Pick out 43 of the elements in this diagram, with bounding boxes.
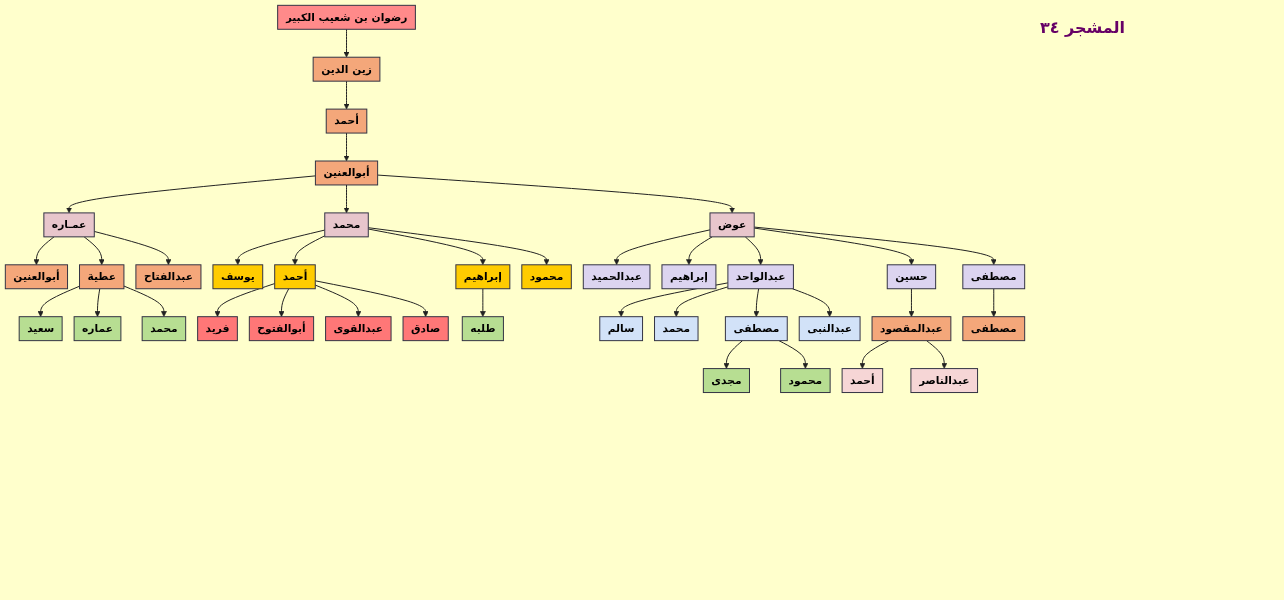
- node-box: عبدالمقصود: [871, 316, 952, 342]
- node-box: مصطفى: [724, 316, 788, 342]
- node-box: إبراهيم: [661, 264, 717, 290]
- node-box: إبراهيم: [455, 264, 511, 290]
- node-box: أبوالعنين: [314, 160, 379, 186]
- node-box: أحمد: [841, 368, 884, 394]
- node-box: زين الدين: [312, 56, 381, 82]
- node-box: عطية: [79, 264, 125, 290]
- node-box: حسين: [886, 264, 937, 290]
- node-box: أبوالعنين: [4, 264, 69, 290]
- node-box: عبدالناصر: [910, 368, 979, 394]
- node-box: عبدالنبى: [798, 316, 861, 342]
- node-box: طلبه: [461, 316, 504, 342]
- node-box: عمـاره: [43, 212, 95, 238]
- node-box: مصطفى: [962, 264, 1026, 290]
- node-box: عبدالقوى: [325, 316, 392, 342]
- node-box: مصطفى: [962, 316, 1026, 342]
- node-box: عبدالحميد: [582, 264, 651, 290]
- node-box: عبدالفتاح: [135, 264, 202, 290]
- node-box: عماره: [73, 316, 122, 342]
- arrow: [314, 284, 362, 317]
- arrow: [367, 228, 486, 266]
- node-box: محمد: [141, 316, 187, 342]
- node-box: عبدالواحد: [727, 264, 794, 290]
- node-box: محمود: [521, 264, 572, 290]
- node-box: مجدى: [702, 368, 750, 394]
- node-box: أبوالفتوح: [248, 316, 315, 342]
- node-box: محمد: [654, 316, 699, 342]
- node-box: محمود: [780, 368, 831, 394]
- diagram-title: المشجر ٣٤: [1040, 18, 1126, 37]
- arrow: [792, 288, 833, 317]
- arrow: [990, 288, 997, 317]
- arrow: [343, 184, 350, 214]
- node-box: عوض: [709, 212, 755, 238]
- node-box: يوسف: [212, 264, 264, 290]
- node-box: صادق: [402, 316, 449, 342]
- node-box: سعيد: [18, 316, 63, 342]
- node-box: أحمد: [274, 264, 316, 290]
- node-box: محمد: [324, 212, 369, 238]
- node-box: سالم: [599, 316, 644, 342]
- node-box: رضوان بن شعيب الكبير: [277, 4, 416, 30]
- node-box: أحمد: [325, 108, 368, 134]
- node-box: فريد: [197, 316, 238, 342]
